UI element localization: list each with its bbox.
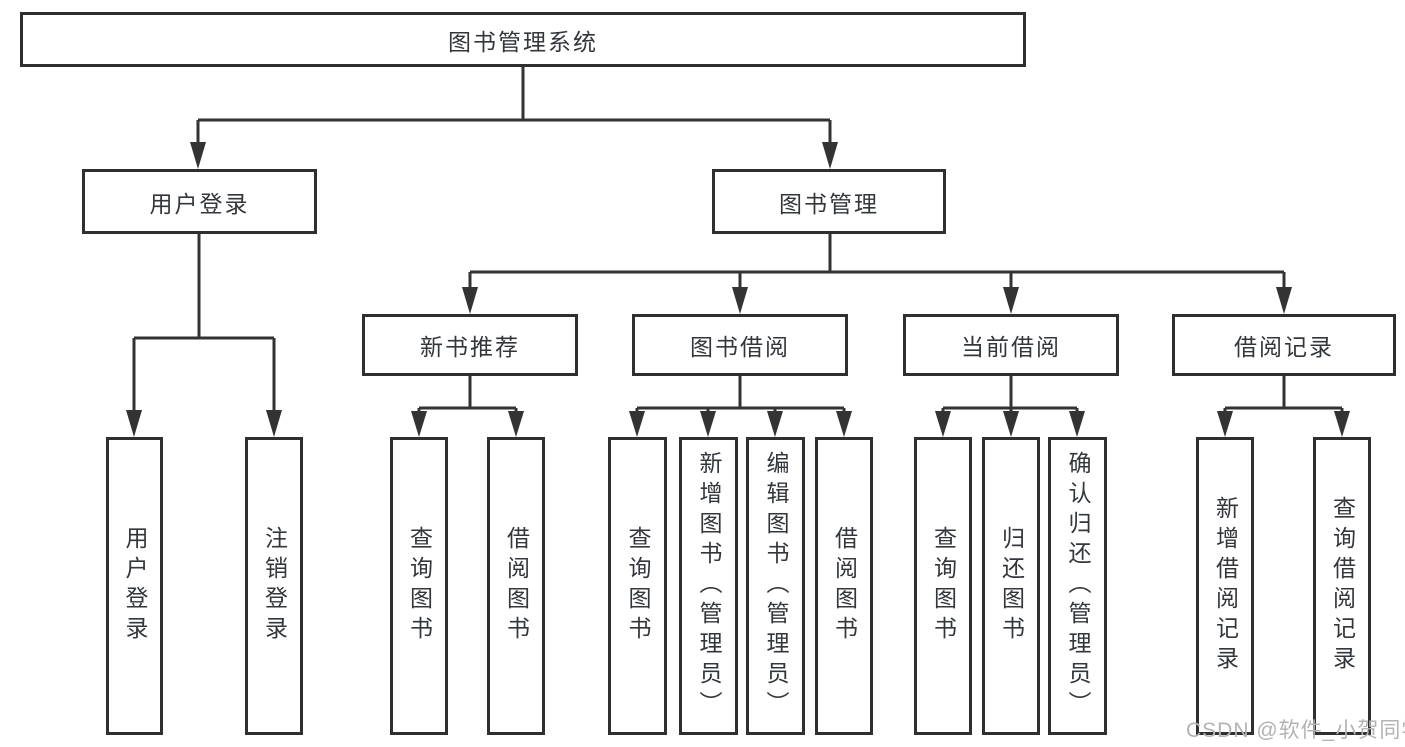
leaf-label: 借阅图书 [831, 526, 858, 646]
leaf-user-login: 用户登录 [106, 437, 163, 735]
leaf-label: 注销登录 [261, 526, 288, 646]
leaf-label: 查询图书 [930, 526, 957, 646]
leaf-label: 新增借阅记录 [1212, 496, 1239, 676]
connector-book-borrow-to-leaves [629, 376, 852, 437]
leaf-label: 用户登录 [122, 526, 148, 646]
node-label: 新书推荐 [420, 334, 520, 360]
node-root-system: 图书管理系统 [20, 12, 1026, 67]
node-label: 用户登录 [149, 190, 250, 217]
connector-user-login-to-leaves [126, 234, 282, 437]
leaf-borrow-books: 借阅图书 [487, 437, 545, 735]
connector-borrow-records-to-leaves [1217, 376, 1350, 437]
leaf-label: 查询图书 [625, 526, 651, 646]
leaf-label: 归还图书 [998, 526, 1025, 646]
leaf-query-books: 查询图书 [914, 437, 972, 735]
leaf-borrow-books: 借阅图书 [815, 437, 873, 735]
connector-new-book-to-leaves [411, 376, 524, 437]
leaf-query-books: 查询图书 [608, 437, 667, 735]
leaf-label: 查询图书 [406, 526, 433, 646]
node-book-management: 图书管理 [712, 169, 946, 234]
leaf-edit-books-admin: 编辑图书（管理员） [746, 437, 805, 735]
node-label: 图书管理系统 [448, 28, 598, 55]
node-new-book-recommend: 新书推荐 [362, 314, 578, 376]
connector-book-management-to-level3 [462, 234, 1292, 314]
leaf-logout: 注销登录 [245, 437, 303, 735]
connector-current-borrow-to-leaves [935, 376, 1085, 437]
leaf-query-books: 查询图书 [390, 437, 448, 735]
node-current-borrow: 当前借阅 [903, 314, 1119, 376]
leaf-confirm-return-admin: 确认归还（管理员） [1048, 437, 1107, 735]
node-label: 当前借阅 [961, 334, 1061, 360]
leaf-label: 借阅图书 [503, 526, 530, 646]
leaf-label: 查询借阅记录 [1329, 496, 1356, 676]
connector-root-to-level2 [190, 67, 838, 169]
leaf-add-borrow-record: 新增借阅记录 [1196, 437, 1254, 735]
node-borrow-records: 借阅记录 [1172, 314, 1396, 376]
node-label: 借阅记录 [1234, 334, 1334, 360]
csdn-watermark: CSDN @软件_小贺同学 [1186, 719, 1405, 742]
node-label: 图书管理 [779, 190, 879, 217]
leaf-label: 编辑图书（管理员） [763, 451, 789, 721]
leaf-label: 确认归还（管理员） [1065, 451, 1091, 721]
leaf-query-borrow-record: 查询借阅记录 [1313, 437, 1371, 735]
node-user-login: 用户登录 [82, 169, 317, 234]
leaf-label: 新增图书（管理员） [696, 451, 722, 721]
leaf-return-books: 归还图书 [982, 437, 1040, 735]
node-book-borrow: 图书借阅 [632, 314, 848, 376]
leaf-add-books-admin: 新增图书（管理员） [679, 437, 738, 735]
node-label: 图书借阅 [690, 334, 790, 360]
